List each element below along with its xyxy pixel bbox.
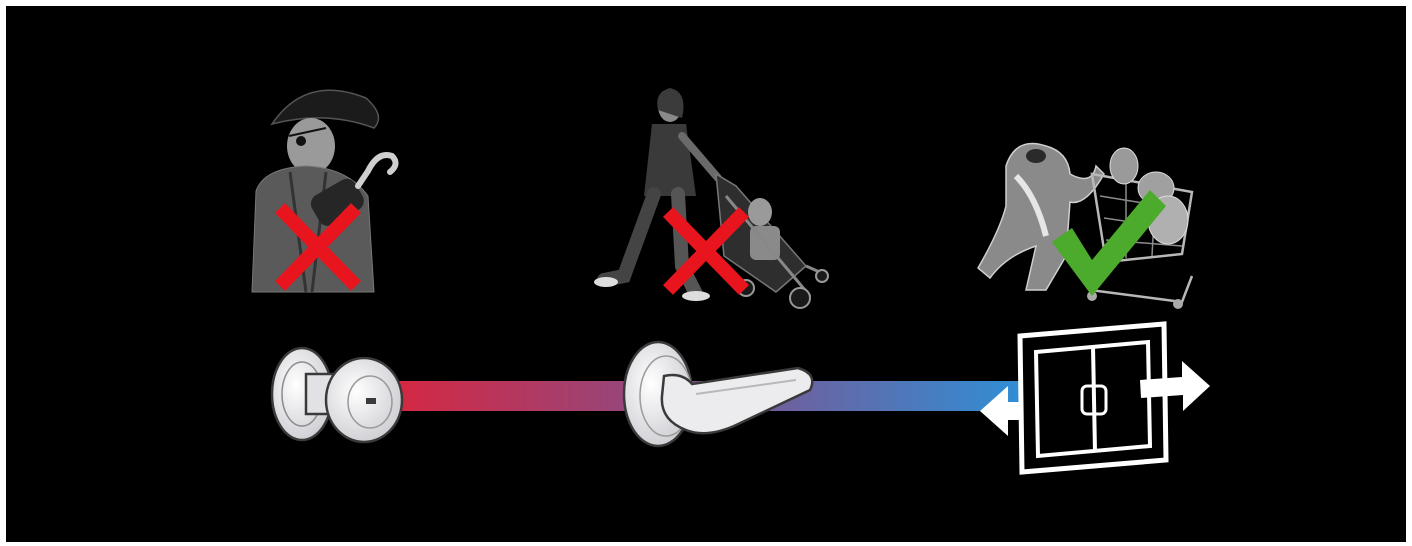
- diagram-canvas: [6, 6, 1406, 542]
- stroller-figure: [594, 88, 828, 308]
- lever-handle-icon: [624, 342, 812, 446]
- accessibility-spectrum-diagram: [6, 6, 1406, 542]
- door-knob-icon: [272, 348, 402, 442]
- automatic-sliding-door-icon: [1020, 324, 1166, 472]
